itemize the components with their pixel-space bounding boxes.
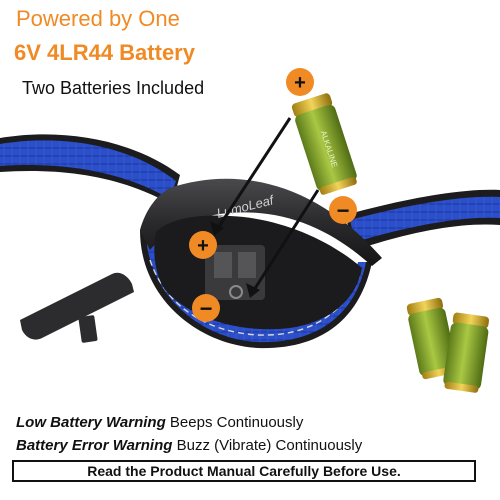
battery-pair [406, 297, 490, 393]
minus-icon-compartment: − [192, 294, 220, 322]
battery-top: ALKALINE [291, 93, 357, 195]
svg-text:+: + [294, 72, 306, 94]
battery-type-heading: 6V 4LR44 Battery [14, 40, 195, 65]
low-battery-warning: Low Battery Warning Beeps Continuously [16, 414, 303, 431]
battery-error-warning: Battery Error Warning Buzz (Vibrate) Con… [16, 437, 362, 454]
collar-strap-right [345, 189, 500, 250]
plus-icon-compartment: + [189, 231, 217, 259]
low-battery-text: Beeps Continuously [165, 414, 304, 431]
batteries-included-text: Two Batteries Included [22, 78, 205, 98]
svg-text:−: − [337, 198, 350, 223]
svg-text:−: − [200, 296, 213, 321]
svg-text:+: + [197, 235, 209, 257]
powered-by-text: Powered by One [16, 6, 180, 31]
low-battery-label: Low Battery Warning [16, 414, 166, 431]
battery-error-label: Battery Error Warning [16, 437, 173, 454]
install-arrows [210, 117, 320, 298]
battery-cover [20, 272, 134, 343]
manual-notice: Read the Product Manual Carefully Before… [12, 460, 476, 482]
collar-strap-left [0, 134, 180, 205]
plus-icon-top: + [286, 68, 314, 96]
minus-icon-right: − [329, 196, 357, 224]
battery-error-text: Buzz (Vibrate) Continuously [172, 437, 363, 454]
